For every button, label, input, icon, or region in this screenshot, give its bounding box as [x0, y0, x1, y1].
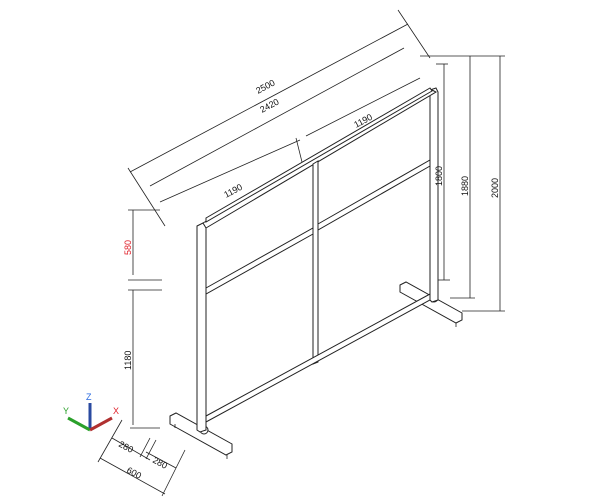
dim-1800: 1800 [434, 166, 444, 186]
dim-580: 580 [123, 240, 133, 255]
dim-1180: 1180 [123, 351, 133, 370]
dim-2500: 2500 [254, 78, 276, 96]
frame [196, 87, 439, 433]
dim-600: 600 [125, 465, 143, 481]
dim-1880: 1880 [460, 176, 470, 196]
dim-2000: 2000 [490, 178, 500, 198]
axis-y-label: Y [63, 406, 69, 416]
dim-2420: 2420 [258, 97, 280, 115]
dimension-lines [97, 9, 505, 497]
axis-x-label: X [113, 406, 119, 416]
axis-z-label: Z [86, 392, 92, 402]
dim-280-b: 280 [151, 455, 169, 471]
ucs-axis-icon: Z Y X [63, 392, 119, 432]
dim-280-a: 280 [117, 439, 135, 455]
dim-1190-left: 1190 [222, 182, 244, 200]
